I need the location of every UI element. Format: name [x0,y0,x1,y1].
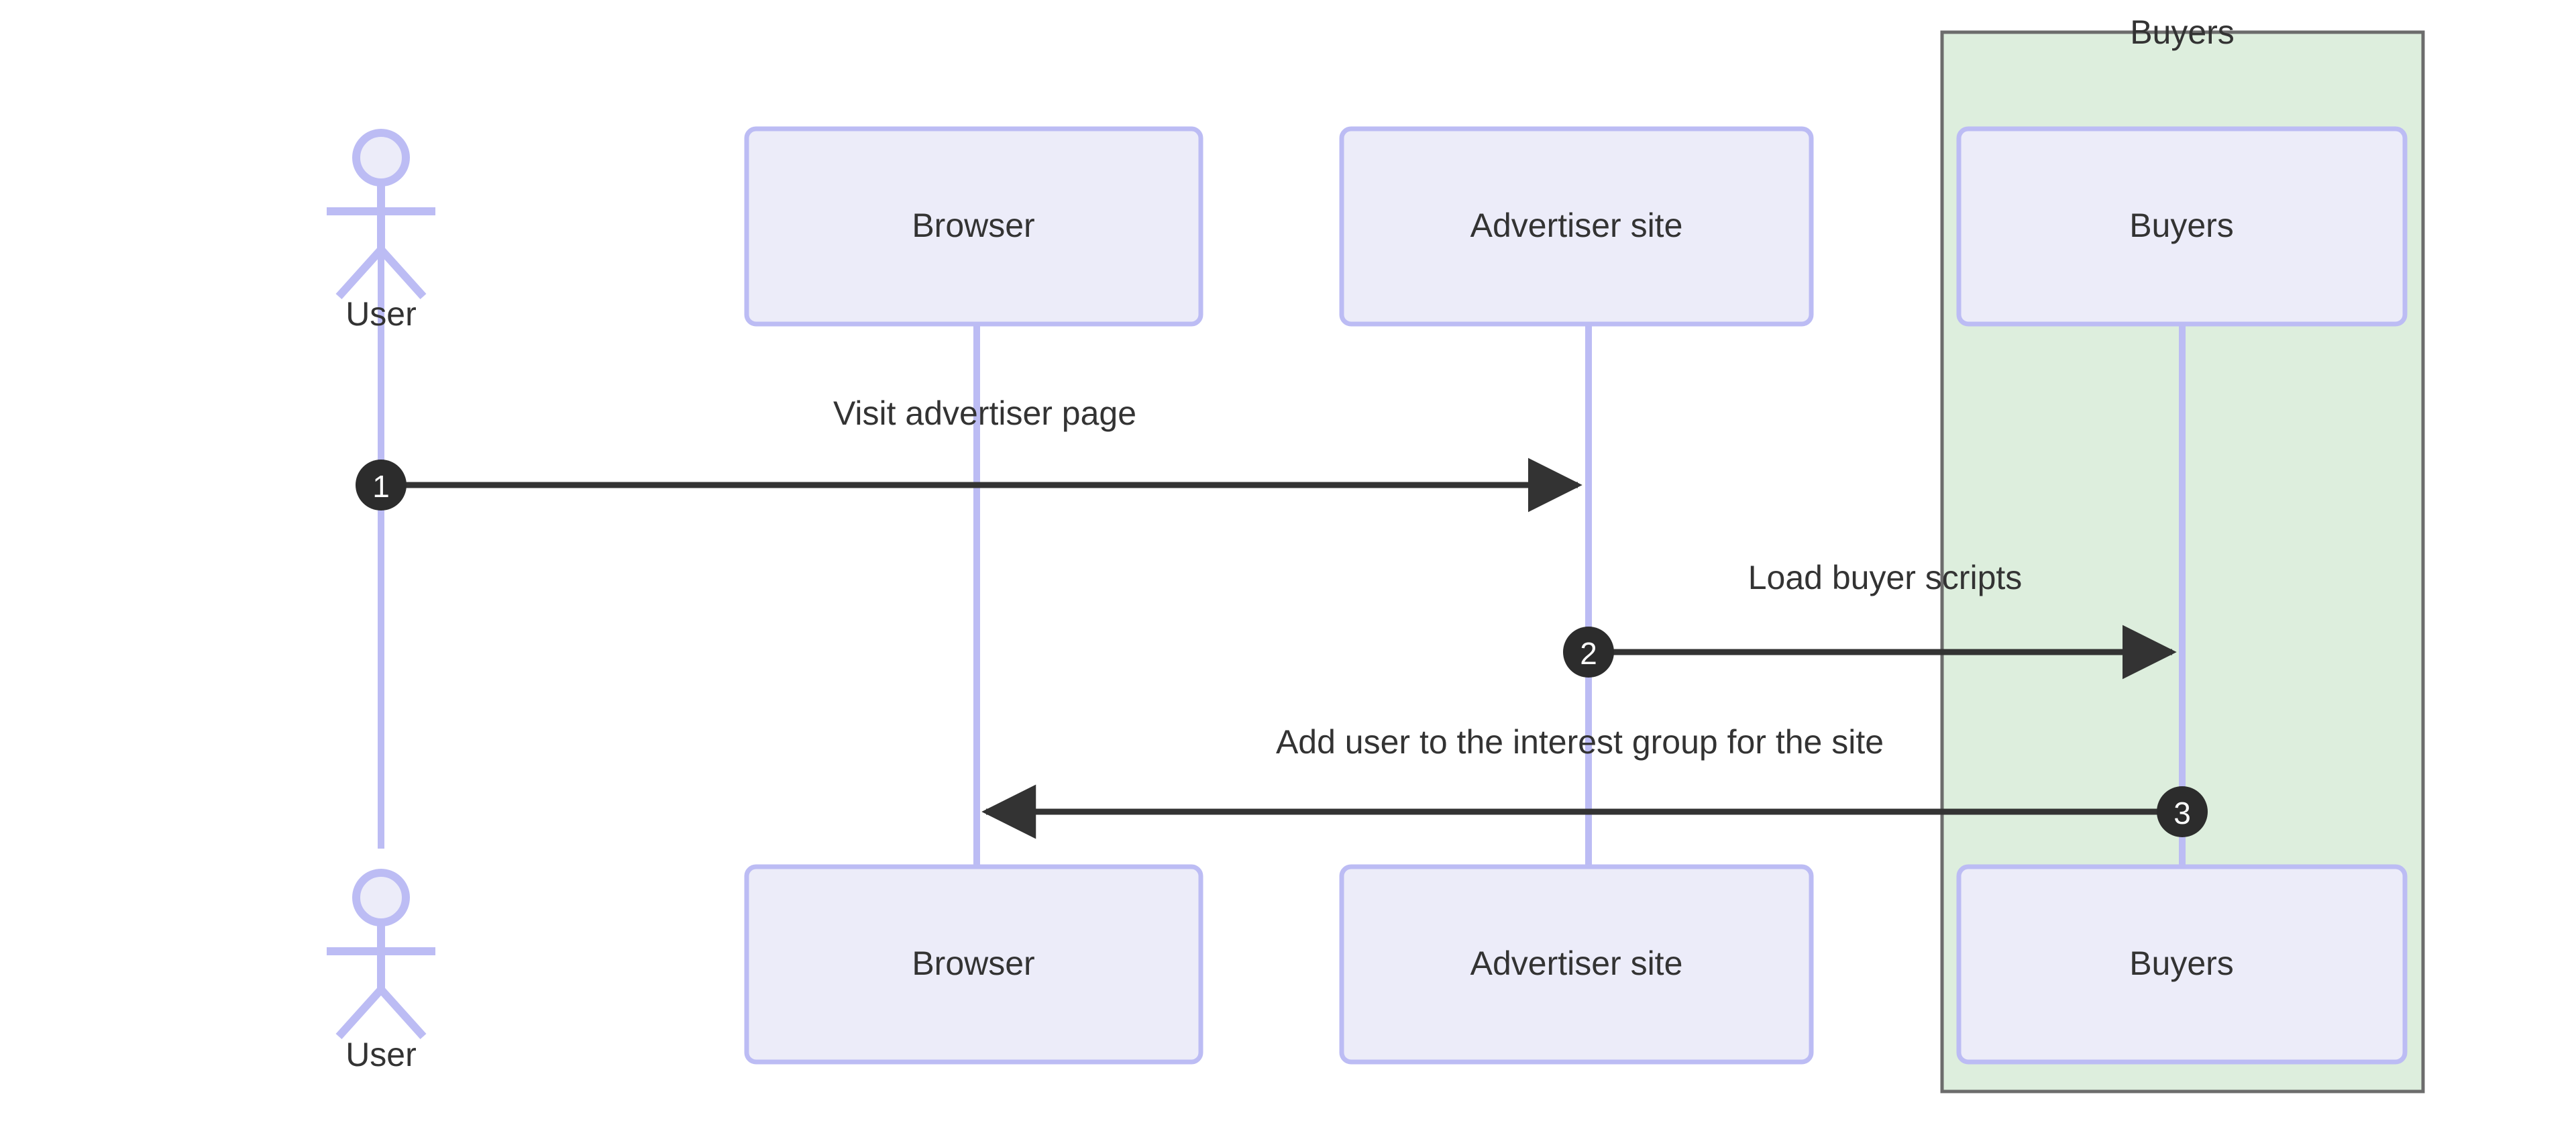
participant-box-browser-top[interactable] [744,126,1203,327]
sequence-marker-2-circle [1563,627,1614,678]
participant-box-advertiser-site-bottom[interactable] [1339,864,1814,1065]
actor-label-user-top: User [345,295,417,333]
sequence-marker-1-number: 1 [372,469,390,504]
participant-label-buyers-bottom: Buyers [2129,945,2234,982]
actor-user-top[interactable]: User [327,129,435,333]
sequence-marker-2-number: 2 [1580,636,1597,671]
actor-head-icon [352,869,410,926]
sequence-marker-1-circle [356,460,407,511]
participant-box-buyers-top[interactable] [1956,126,2408,327]
actor-leg-right-icon [378,246,427,300]
actor-label-user-bottom: User [345,1036,417,1073]
participant-label-buyers-top: Buyers [2129,207,2234,244]
group-label: Buyers [2130,13,2235,51]
actor-user-bottom[interactable]: User [327,869,435,1073]
message-label-3: Add user to the interest group for the s… [1276,723,1884,761]
participant-box-browser-bottom[interactable] [744,864,1203,1065]
participant-label-browser-top: Browser [912,207,1034,244]
actor-leg-left-icon [335,246,384,300]
participant-footer-buyers[interactable]: Buyers [1956,864,2408,1065]
participant-header-buyers[interactable]: Buyers [1956,126,2408,327]
participant-header-advertiser-site[interactable]: Advertiser site [1339,126,1814,327]
sequence-marker-3-number: 3 [2174,796,2191,831]
participant-box-buyers-bottom[interactable] [1956,864,2408,1065]
participant-label-browser-bottom: Browser [912,945,1034,982]
participant-footer-browser[interactable]: Browser [744,864,1203,1065]
actor-leg-right-icon [378,986,427,1040]
participant-footer-advertiser-site[interactable]: Advertiser site [1339,864,1814,1065]
actor-leg-left-icon [335,986,384,1040]
participant-header-browser[interactable]: Browser [744,126,1203,327]
lifelines [378,215,2186,867]
participant-label-advertiser-site-bottom: Advertiser site [1470,945,1683,982]
participant-label-advertiser-site-top: Advertiser site [1470,207,1683,244]
participant-box-advertiser-site-top[interactable] [1339,126,1814,327]
actor-head-icon [352,129,410,186]
message-label-2: Load buyer scripts [1748,559,2023,596]
message-1[interactable]: Visit advertiser page 1 [356,394,1582,513]
message-label-1: Visit advertiser page [833,394,1136,432]
message-2[interactable]: Load buyer scripts 2 [1563,559,2177,680]
message-3[interactable]: Add user to the interest group for the s… [981,723,2208,839]
sequence-marker-3-circle [2157,786,2208,837]
